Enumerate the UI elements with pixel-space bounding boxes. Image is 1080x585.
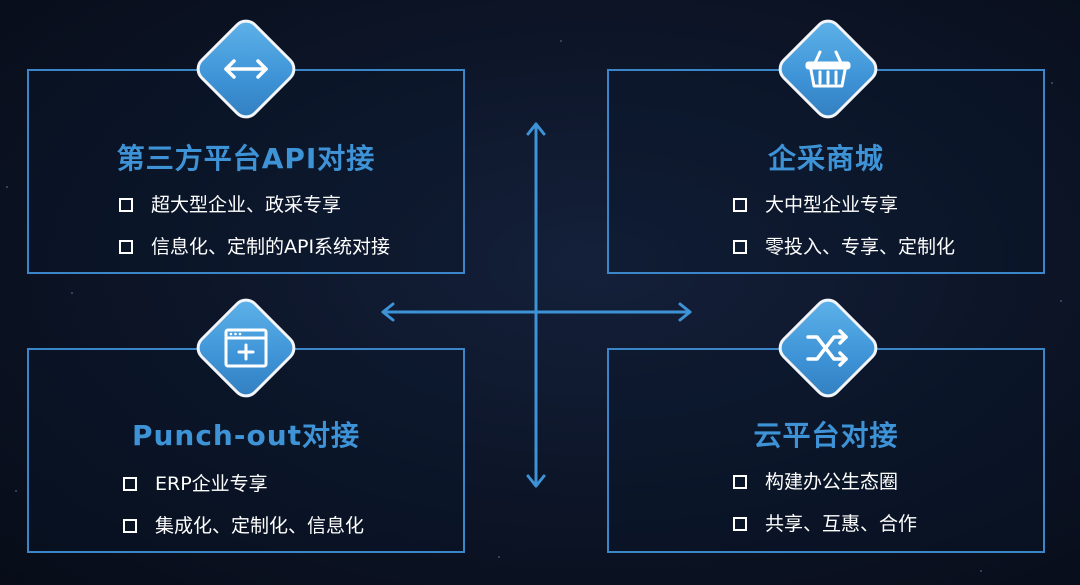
panel-item-list: 大中型企业专享 零投入、专享、定制化 <box>733 193 955 277</box>
checkbox-icon <box>733 517 747 531</box>
panel-item-list: ERP企业专享 集成化、定制化、信息化 <box>123 472 364 556</box>
double-arrow-icon <box>224 59 268 79</box>
panel-title: 第三方平台API对接 <box>116 142 376 175</box>
badge-third-party-api <box>190 13 302 125</box>
panel-title: Punch-out对接 <box>131 419 361 452</box>
checkbox-icon <box>733 198 747 212</box>
panel-punch-out: Punch-out对接 ERP企业专享 集成化、定制化、信息化 <box>27 348 465 553</box>
checkbox-icon <box>123 519 137 533</box>
checkbox-icon <box>733 475 747 489</box>
badge-procurement-mall <box>772 13 884 125</box>
list-item: 集成化、定制化、信息化 <box>123 514 364 556</box>
arrow-head-down <box>526 474 546 488</box>
checkbox-icon <box>733 240 747 254</box>
list-item: 共享、互惠、合作 <box>733 512 917 554</box>
checkbox-icon <box>119 240 133 254</box>
arrow-head-up <box>526 122 546 136</box>
list-item: 超大型企业、政采专享 <box>119 193 390 235</box>
list-item: 大中型企业专享 <box>733 193 955 235</box>
list-item: 零投入、专享、定制化 <box>733 235 955 277</box>
shopping-basket-icon <box>805 50 851 88</box>
panel-item-list: 构建办公生态圈 共享、互惠、合作 <box>733 470 917 554</box>
list-item: ERP企业专享 <box>123 472 364 514</box>
badge-punch-out <box>190 292 302 404</box>
list-item: 信息化、定制的API系统对接 <box>119 235 390 277</box>
list-item: 构建办公生态圈 <box>733 470 917 512</box>
panel-item-list: 超大型企业、政采专享 信息化、定制的API系统对接 <box>119 193 390 277</box>
arrow-head-left <box>381 302 395 322</box>
panel-title: 云平台对接 <box>753 419 899 452</box>
checkbox-icon <box>123 477 137 491</box>
arrow-head-right <box>678 302 692 322</box>
panel-title: 企采商城 <box>767 142 884 175</box>
badge-cloud-platform <box>772 292 884 404</box>
checkbox-icon <box>119 198 133 212</box>
browser-window-plus-icon <box>224 328 268 368</box>
panel-third-party-api: 第三方平台API对接 超大型企业、政采专享 信息化、定制的API系统对接 <box>27 69 465 274</box>
shuffle-icon <box>806 329 848 367</box>
